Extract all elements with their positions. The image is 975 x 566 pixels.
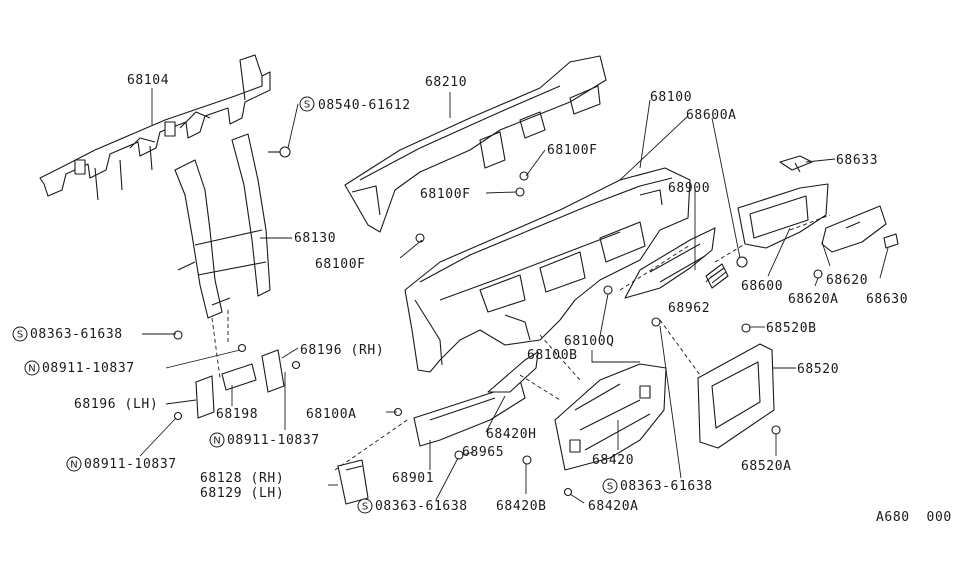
part-label-68198: 68198 [216, 407, 258, 422]
dash-upper-pad-drawing [344, 55, 607, 233]
svg-text:S: S [17, 330, 23, 341]
part-label-68901: 68901 [392, 471, 434, 486]
part-labels: 68104 68210 08540-61612 68100 68600A 686… [30, 73, 952, 525]
part-label-68420a: 68420A [588, 499, 639, 514]
svg-text:N: N [70, 460, 77, 471]
cluster-finisher-drawing [697, 343, 775, 449]
part-label-08363-61638-right: 08363-61638 [620, 479, 713, 494]
svg-text:S: S [304, 100, 310, 111]
part-label-68128-rh: 68128 (RH) [200, 471, 284, 486]
part-label-68100a: 68100A [306, 407, 357, 422]
glove-box-drawing [737, 183, 829, 249]
part-label-68420h: 68420H [486, 427, 537, 442]
part-label-68420b: 68420B [496, 499, 547, 514]
part-label-68620: 68620 [826, 273, 868, 288]
part-label-68633: 68633 [836, 153, 878, 168]
part-label-68520: 68520 [797, 362, 839, 377]
part-label-68600a: 68600A [686, 108, 737, 123]
part-label-68100f-top: 68100F [547, 143, 598, 158]
alignment-guides [211, 214, 831, 471]
s-prefix-icon: S [357, 498, 373, 514]
part-label-08911-10837-top: 08911-10837 [42, 361, 135, 376]
part-label-08363-61638-bottom: 08363-61638 [375, 499, 468, 514]
part-label-68520b: 68520B [766, 321, 817, 336]
cover-strip-drawing [487, 351, 539, 393]
part-label-68100f-left: 68100F [315, 257, 366, 272]
part-label-68620a: 68620A [788, 292, 839, 307]
part-label-68100: 68100 [650, 90, 692, 105]
s-prefix-icon: S [12, 326, 28, 342]
svg-text:N: N [213, 436, 220, 447]
cluster-lid-drawing [554, 363, 667, 471]
fasteners [173, 146, 823, 497]
part-label-68520a: 68520A [741, 459, 792, 474]
n-prefix-icon: N [24, 360, 40, 376]
lower-cover-right-drawing [624, 227, 716, 299]
part-label-68104: 68104 [127, 73, 169, 88]
part-label-68900: 68900 [668, 181, 710, 196]
part-label-68196-lh: 68196 (LH) [74, 397, 158, 412]
part-label-68420: 68420 [592, 453, 634, 468]
part-label-68100q: 68100Q [564, 334, 615, 349]
circle-prefixes: S S N N N S S [12, 96, 618, 514]
svg-text:N: N [28, 364, 35, 375]
part-label-68600: 68600 [741, 279, 783, 294]
part-label-68100f-mid: 68100F [420, 187, 471, 202]
svg-text:S: S [607, 482, 613, 493]
part-label-68130: 68130 [294, 231, 336, 246]
center-brace-drawing [174, 133, 271, 319]
part-label-68962: 68962 [668, 301, 710, 316]
side-vent-drawing [705, 263, 729, 289]
svg-text:S: S [362, 502, 368, 513]
glove-box-lid-drawing [821, 205, 887, 253]
main-dash-panel-drawing [404, 167, 691, 373]
part-label-08911-10837-bottom: 08911-10837 [84, 457, 177, 472]
part-label-68100b: 68100B [527, 348, 578, 363]
s-prefix-icon: S [602, 478, 618, 494]
s-prefix-icon: S [299, 96, 315, 112]
part-label-68196-rh: 68196 (RH) [300, 343, 384, 358]
small-brackets-drawing [195, 349, 285, 419]
part-label-08540-61612: 08540-61612 [318, 98, 411, 113]
diagram-code: A680 000 [876, 510, 952, 525]
part-label-68129-lh: 68129 (LH) [200, 486, 284, 501]
leader-lines [139, 88, 889, 504]
part-label-68965: 68965 [462, 445, 504, 460]
part-label-68630: 68630 [866, 292, 908, 307]
part-label-68210: 68210 [425, 75, 467, 90]
part-label-08911-10837-mid: 08911-10837 [227, 433, 320, 448]
glove-box-bumper-drawing [883, 233, 899, 249]
n-prefix-icon: N [66, 456, 82, 472]
part-label-08363-61638-left: 08363-61638 [30, 327, 123, 342]
steering-member-drawing [39, 54, 271, 201]
side-bracket-drawing [337, 459, 369, 505]
n-prefix-icon: N [209, 432, 225, 448]
glove-box-lock-drawing [779, 155, 813, 173]
